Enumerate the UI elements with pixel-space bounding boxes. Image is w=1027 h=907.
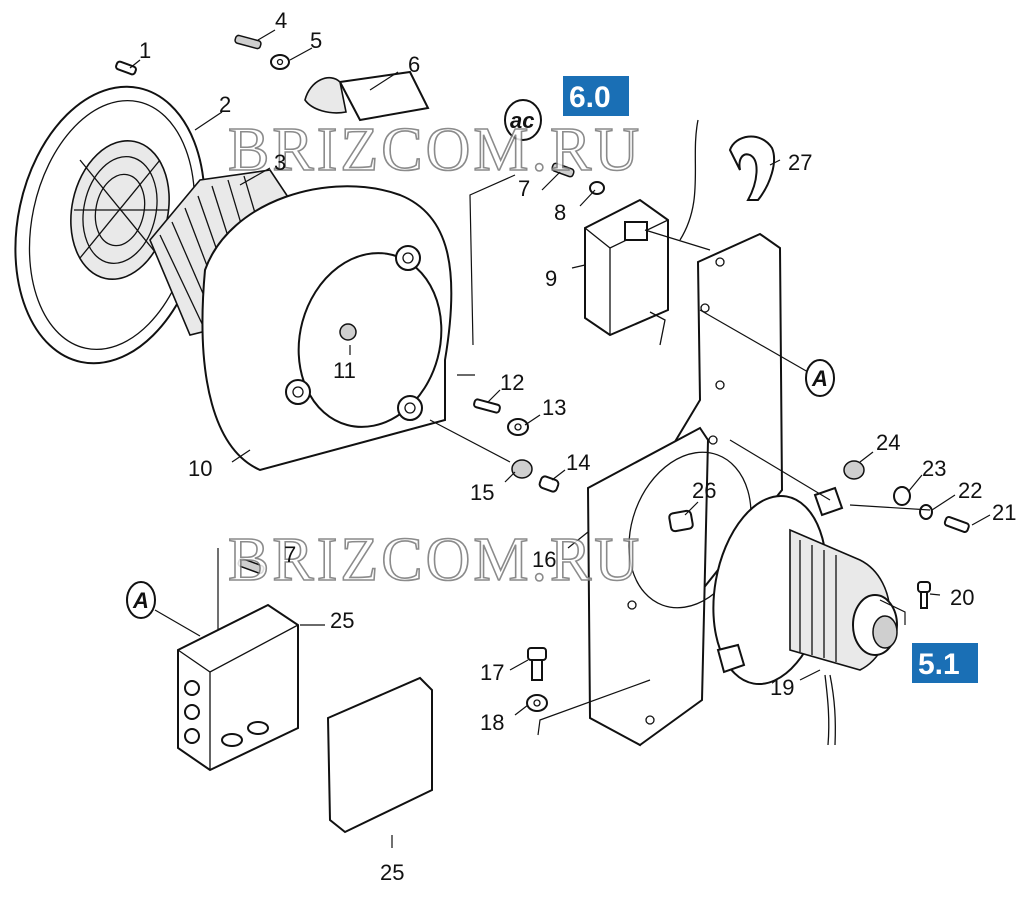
- label-2: 2: [219, 92, 231, 117]
- label-15: 15: [470, 480, 494, 505]
- bolt-part-17: [527, 647, 547, 681]
- cable-clamp-part-27: [728, 135, 776, 201]
- label-25: 25: [330, 608, 354, 633]
- leader-lines: [129, 29, 991, 848]
- junction-box-part-25: [177, 603, 299, 772]
- svg-text:5.1: 5.1: [918, 648, 960, 681]
- label-18: 18: [480, 710, 504, 735]
- label-25b: 25: [380, 860, 404, 885]
- badge-5-1-box: [912, 643, 978, 683]
- label-1: 1: [139, 38, 151, 63]
- bolt-part-12: [473, 398, 501, 414]
- label-7: 7: [518, 176, 530, 201]
- marker-a-left: A: [126, 581, 156, 619]
- label-7b: 7: [284, 542, 296, 567]
- label-27: 27: [788, 150, 812, 175]
- bolt-part-21: [943, 515, 970, 533]
- junction-box-lid-part-25: [326, 676, 433, 834]
- svg-text:6.0: 6.0: [569, 81, 611, 114]
- label-8: 8: [554, 200, 566, 225]
- transformer-part-9: [584, 119, 699, 346]
- badge-6-0-box: [563, 76, 629, 116]
- cover-plate-part-6: [304, 70, 430, 122]
- badge-6-0: 6.0: [563, 76, 629, 116]
- badge-5-1: 5.1: [912, 643, 978, 683]
- part-number-labels: 1 2 3 4 5 6 7 8 9 10 11 12 13 14 15 16 1…: [139, 8, 1016, 885]
- washer-part-13: [507, 418, 529, 436]
- svg-text:ac: ac: [510, 108, 534, 133]
- label-9: 9: [545, 266, 557, 291]
- watermark-bottom: BRIZCOM.RU: [228, 526, 642, 594]
- label-22: 22: [958, 478, 982, 503]
- label-20: 20: [950, 585, 974, 610]
- svg-text:A: A: [811, 366, 828, 391]
- marker-ac: ac: [504, 99, 542, 141]
- grommet-part-24: [843, 460, 865, 480]
- label-26: 26: [692, 478, 716, 503]
- blower-housing-part-10: [201, 185, 453, 472]
- washer-part-22: [919, 504, 933, 520]
- label-6: 6: [408, 52, 420, 77]
- screw-part-20: [917, 581, 931, 609]
- label-5: 5: [310, 28, 322, 53]
- label-19: 19: [770, 675, 794, 700]
- washer-part-18: [526, 694, 548, 712]
- marker-a-right: A: [805, 359, 835, 397]
- label-4: 4: [275, 8, 287, 33]
- screw-part-4: [234, 34, 262, 50]
- screw-part-7b: [237, 557, 265, 575]
- washer-part-5: [270, 54, 290, 70]
- label-3: 3: [274, 150, 286, 175]
- svg-text:A: A: [132, 588, 149, 613]
- label-12: 12: [500, 370, 524, 395]
- label-11: 11: [333, 358, 356, 383]
- washer-part-23: [893, 486, 911, 506]
- grommet-part-15: [511, 459, 533, 479]
- watermark-top: BRIZCOM.RU: [228, 116, 642, 184]
- screw-part-7: [551, 162, 575, 178]
- mounting-plate: [586, 232, 784, 747]
- label-14: 14: [566, 450, 590, 475]
- label-21: 21: [992, 500, 1016, 525]
- screw-part-1: [115, 60, 137, 76]
- label-23: 23: [922, 456, 946, 481]
- label-24: 24: [876, 430, 900, 455]
- label-13: 13: [542, 395, 566, 420]
- motor-part-19: [712, 486, 898, 746]
- clip-part-26: [668, 509, 694, 533]
- label-10: 10: [188, 456, 212, 481]
- label-17: 17: [480, 660, 504, 685]
- spacer-part-14: [538, 475, 560, 493]
- fan-cover-part-2: [14, 85, 206, 365]
- label-16: 16: [532, 547, 556, 572]
